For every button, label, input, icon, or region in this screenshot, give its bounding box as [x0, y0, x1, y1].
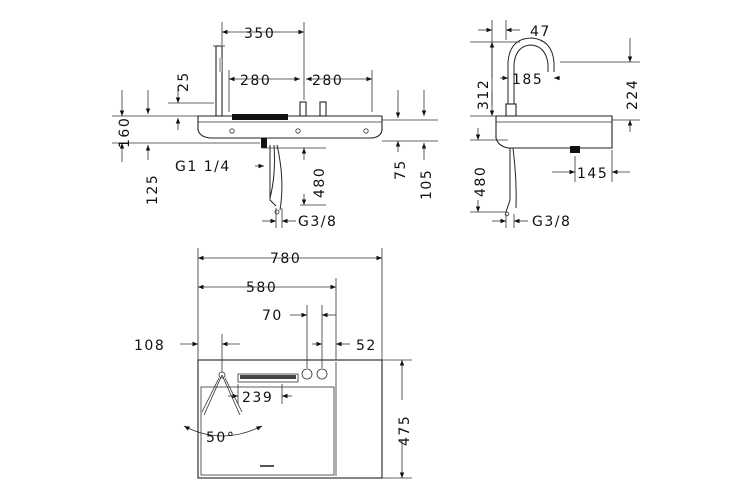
front-dim-480: 480 [312, 167, 328, 198]
front-dim-280-right: 280 [312, 73, 343, 89]
side-dim-224: 224 [625, 79, 641, 110]
front-dim-75: 75 [393, 159, 409, 180]
front-valves [299, 101, 327, 117]
top-dim-580: 580 [246, 280, 277, 296]
front-dim-160: 160 [117, 117, 133, 148]
front-dim-280-left: 280 [240, 73, 271, 89]
front-dim-25: 25 [176, 71, 192, 92]
top-dim-475: 475 [397, 415, 413, 446]
top-spout-swivel [183, 371, 263, 437]
front-drain-hoses [261, 138, 283, 215]
side-view: 47 312 185 224 480 145 G3/8 [470, 20, 641, 230]
top-dim-angle: 50° [206, 430, 235, 446]
side-spout [505, 37, 555, 117]
side-dim-312: 312 [476, 79, 492, 110]
front-view: 350 280 280 25 160 125 G1 1/4 480 [112, 22, 438, 230]
side-dim-185: 185 [512, 72, 543, 88]
front-dim-thread: G1 1/4 [175, 159, 231, 175]
side-hose [504, 147, 517, 217]
top-dim-239: 239 [242, 390, 273, 406]
front-dim-105: 105 [419, 169, 435, 200]
top-basin-body [197, 359, 383, 479]
front-basin-body [197, 114, 383, 139]
side-dim-47: 47 [530, 24, 551, 40]
top-dim-780: 780 [270, 251, 301, 267]
front-dim-g38: G3/8 [298, 214, 337, 230]
side-dim-g38: G3/8 [532, 214, 571, 230]
top-view: 780 580 70 52 108 475 239 50° [134, 248, 413, 479]
side-dim-480: 480 [473, 166, 489, 197]
front-dim-350: 350 [244, 26, 275, 42]
side-basin-body [495, 115, 613, 153]
top-dim-70: 70 [262, 308, 283, 324]
top-dim-52: 52 [356, 338, 377, 354]
side-dim-145: 145 [577, 166, 608, 182]
front-dim-125: 125 [145, 174, 161, 205]
front-spout [213, 45, 225, 117]
top-dim-108: 108 [134, 338, 165, 354]
